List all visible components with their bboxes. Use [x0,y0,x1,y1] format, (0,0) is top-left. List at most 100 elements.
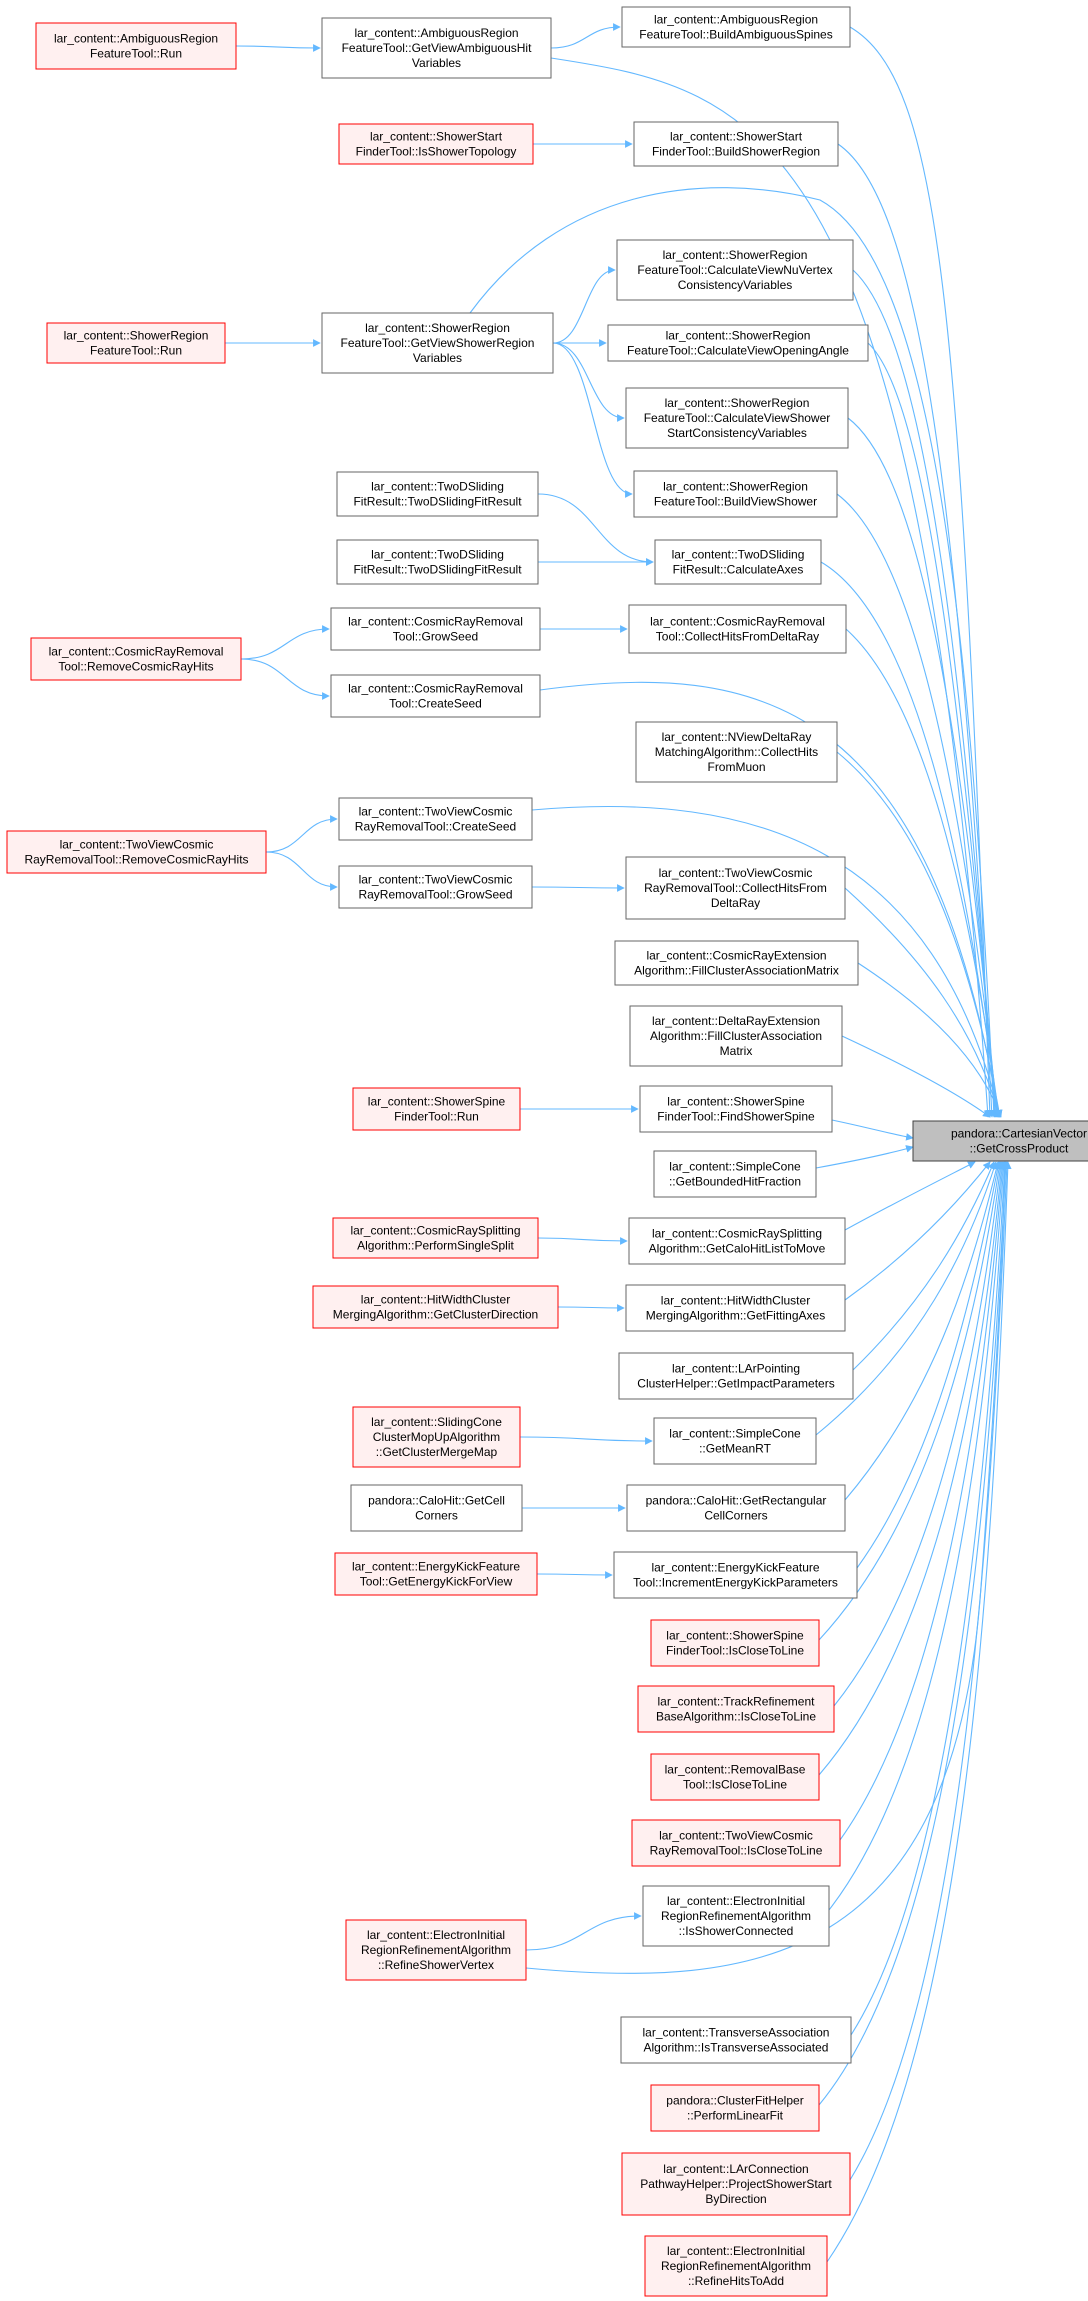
node-box [352,1406,521,1468]
edge-tvc_remove-to-tvc_create [265,815,338,853]
node-label-line: pandora::CaloHit::GetCell [368,1494,505,1508]
edge-sr_getview-to-sr_nuvtx [552,266,616,344]
node-crr-create[interactable]: lar_content::CosmicRayRemovalTool::Creat… [330,674,541,718]
node-label-line: Tool::CreateSeed [389,697,482,711]
node-ei-refine-vtx[interactable]: lar_content::ElectronInitialRegionRefine… [345,1919,527,1981]
node-tvc-create[interactable]: lar_content::TwoViewCosmicRayRemovalTool… [338,797,533,841]
node-rb-close[interactable]: lar_content::RemovalBaseTool::IsCloseToL… [650,1753,820,1801]
node-amb-run[interactable]: lar_content::AmbiguousRegionFeatureTool:… [35,22,237,70]
node-label-line: Tool::CollectHitsFromDeltaRay [656,630,819,644]
node-cfh-fit[interactable]: pandora::ClusterFitHelper::PerformLinear… [650,2084,820,2132]
node-label-line: Algorithm::IsTransverseAssociated [644,2041,829,2055]
edge-ei_refine_hits-to-target [826,1161,1012,2263]
node-amb-build[interactable]: lar_content::AmbiguousRegionFeatureTool:… [621,6,851,48]
node-ss-build[interactable]: lar_content::ShowerStartFinderTool::Buil… [633,121,839,167]
edge-amb_build-to-target [849,26,994,1118]
node-crr-grow[interactable]: lar_content::CosmicRayRemovalTool::GrowS… [330,607,541,651]
node-ei-connected[interactable]: lar_content::ElectronInitialRegionRefine… [642,1885,830,1947]
node-label-line: pandora::CaloHit::GetRectangular [646,1494,827,1508]
node-label-line: RegionRefinementAlgorithm [361,1943,511,1957]
node-ssp-find[interactable]: lar_content::ShowerSpineFinderTool::Find… [639,1085,833,1133]
node-sr-angle[interactable]: lar_content::ShowerRegionFeatureTool::Ca… [607,324,869,362]
node-crs-calo[interactable]: lar_content::CosmicRaySplittingAlgorithm… [628,1217,846,1265]
node-crr-collect[interactable]: lar_content::CosmicRayRemovalTool::Colle… [628,604,847,654]
node-sc-bounded[interactable]: lar_content::SimpleCone::GetBoundedHitFr… [653,1150,817,1198]
edge-sr_getview-to-target [469,187,998,1118]
node-lap-impact[interactable]: lar_content::LArPointingClusterHelper::G… [618,1352,854,1400]
node-crr-remove[interactable]: lar_content::CosmicRayRemovalTool::Remov… [30,637,242,681]
node-hwc-axes[interactable]: lar_content::HitWidthClusterMergingAlgor… [625,1284,846,1332]
node-ei-refine-hits[interactable]: lar_content::ElectronInitialRegionRefine… [644,2235,828,2297]
node-sc-meanrt[interactable]: lar_content::SimpleCone::GetMeanRT [653,1417,817,1465]
node-tds-axes[interactable]: lar_content::TwoDSlidingFitResult::Calcu… [654,539,822,585]
node-label-line: ConsistencyVariables [678,278,793,292]
node-label-line: ClusterMopUpAlgorithm [373,1430,500,1444]
edge-ei_refine_vtx-to-target [525,1161,1009,1974]
node-tds-2[interactable]: lar_content::TwoDSlidingFitResult::TwoDS… [336,539,539,585]
node-slc-merge[interactable]: lar_content::SlidingConeClusterMopUpAlgo… [352,1406,521,1468]
node-label-line: Variables [413,351,462,365]
node-tvc-remove[interactable]: lar_content::TwoViewCosmicRayRemovalTool… [6,830,267,874]
node-tvc-collect[interactable]: lar_content::TwoViewCosmicRayRemovalTool… [625,856,846,920]
node-label-line: Algorithm::GetCaloHitListToMove [649,1242,826,1256]
node-sr-start[interactable]: lar_content::ShowerRegionFeatureTool::Ca… [625,387,849,449]
node-tvc-grow[interactable]: lar_content::TwoViewCosmicRayRemovalTool… [338,865,533,909]
node-label-line: Tool::RemoveCosmicRayHits [58,660,213,674]
node-label-line: RayRemovalTool::CreateSeed [355,820,516,834]
edge-tvc_grow-to-tvc_collect [531,884,625,892]
node-label-line: Tool::IsCloseToLine [683,1778,787,1792]
node-ndr-collect[interactable]: lar_content::NViewDeltaRayMatchingAlgori… [635,721,838,783]
node-ss-istopo[interactable]: lar_content::ShowerStartFinderTool::IsSh… [338,123,534,165]
node-sr-build[interactable]: lar_content::ShowerRegionFeatureTool::Bu… [633,470,838,518]
node-sr-nuvtx[interactable]: lar_content::ShowerRegionFeatureTool::Ca… [616,239,854,301]
edge-hwc_axes-to-target [844,1161,991,1301]
node-tds-1[interactable]: lar_content::TwoDSlidingFitResult::TwoDS… [336,471,539,517]
node-tvc-close[interactable]: lar_content::TwoViewCosmicRayRemovalTool… [631,1819,841,1867]
node-label-line: FeatureTool::Run [90,344,182,358]
node-label-line: RayRemovalTool::IsCloseToLine [650,1844,823,1858]
node-ek-get[interactable]: lar_content::EnergyKickFeatureTool::GetE… [334,1552,538,1596]
node-box [321,17,552,79]
node-box [30,637,242,681]
node-label-line: lar_content::CosmicRayExtension [646,949,826,963]
node-lac-project[interactable]: lar_content::LArConnectionPathwayHelper:… [621,2152,851,2216]
node-label-line: lar_content::TwoDSliding [371,480,504,494]
edge-tvc_remove-to-tvc_grow [265,851,338,891]
edge-crs_calo-to-target [844,1161,976,1231]
node-label-line: lar_content::ElectronInitial [367,1928,505,1942]
edge-tvc_create-to-target [531,805,1003,1118]
node-label-line: FinderTool::IsShowerTopology [356,145,517,159]
node-label-line: FitResult::CalculateAxes [673,563,804,577]
node-label-line: lar_content::EnergyKickFeature [352,1560,520,1574]
node-label-line: lar_content::HitWidthCluster [361,1293,510,1307]
node-box [620,2016,852,2064]
edge-rb_close-to-target [818,1161,1006,1776]
node-tr-close[interactable]: lar_content::TrackRefinementBaseAlgorith… [637,1685,835,1733]
node-label-line: Corners [415,1509,458,1523]
node-box [633,470,838,518]
node-box [35,22,237,70]
node-crs-perform[interactable]: lar_content::CosmicRaySplittingAlgorithm… [332,1217,539,1259]
node-ch-rect[interactable]: pandora::CaloHit::GetRectangularCellCorn… [626,1484,846,1532]
node-ek-inc[interactable]: lar_content::EnergyKickFeatureTool::Incr… [613,1551,858,1599]
node-label-line: RayRemovalTool::GrowSeed [358,888,512,902]
node-label-line: lar_content::ShowerRegion [365,321,510,335]
node-label-line: RayRemovalTool::CollectHitsFrom [644,881,827,895]
node-sr-run[interactable]: lar_content::ShowerRegionFeatureTool::Ru… [46,322,226,364]
node-amb-getview[interactable]: lar_content::AmbiguousRegionFeatureTool:… [321,17,552,79]
node-cre-fill[interactable]: lar_content::CosmicRayExtensionAlgorithm… [614,940,859,986]
node-dre-fill[interactable]: lar_content::DeltaRayExtensionAlgorithm:… [629,1005,843,1067]
node-ssp-close[interactable]: lar_content::ShowerSpineFinderTool::IsCl… [650,1619,820,1667]
edge-sr_angle-to-target [867,342,1000,1118]
target-node[interactable]: pandora::CartesianVector::GetCrossProduc… [912,1120,1088,1162]
node-sr-getview[interactable]: lar_content::ShowerRegionFeatureTool::Ge… [321,312,554,374]
node-label-line: lar_content::ShowerStart [370,130,503,144]
node-label-line: lar_content::TwoViewCosmic [60,838,214,852]
node-box [650,1619,820,1667]
node-ta-assoc[interactable]: lar_content::TransverseAssociationAlgori… [620,2016,852,2064]
node-hwc-dir[interactable]: lar_content::HitWidthClusterMergingAlgor… [312,1285,559,1329]
node-box [6,830,267,874]
node-label-line: ::RefineShowerVertex [378,1958,494,1972]
